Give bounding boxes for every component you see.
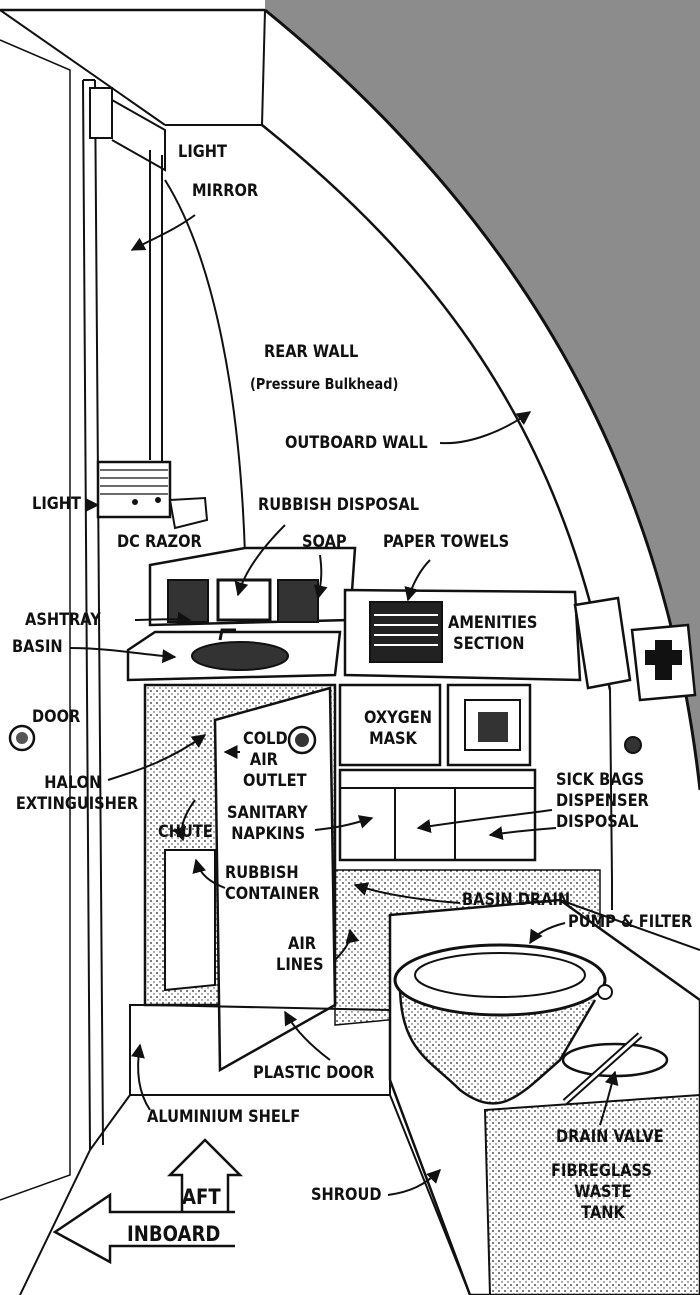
label-tank-line2: WASTE	[574, 1182, 632, 1202]
label-air-lines: AIR LINES	[276, 934, 324, 976]
label-oxygen-line1: OXYGEN	[364, 708, 432, 728]
label-aft: AFT	[182, 1185, 221, 1209]
label-sick-line3: DISPOSAL	[556, 812, 639, 832]
label-soap: SOAP	[302, 532, 347, 552]
leader-lines	[69, 214, 619, 1196]
label-pump-filter: PUMP & FILTER	[568, 912, 693, 932]
label-fibreglass-tank: FIBREGLASS WASTE TANK	[551, 1161, 652, 1224]
label-sick-line1: SICK BAGS	[556, 770, 645, 790]
label-basin-drain: BASIN DRAIN	[462, 890, 571, 910]
label-halon-line1: HALON	[44, 773, 102, 793]
wall-vent	[624, 736, 642, 754]
label-shroud: SHROUD	[311, 1185, 382, 1205]
label-rubbish-disposal: RUBBISH DISPOSAL	[258, 495, 420, 515]
label-chute: CHUTE	[158, 822, 213, 842]
label-air-line1: AIR	[288, 934, 317, 954]
label-rear-wall: REAR WALL	[264, 342, 359, 362]
label-cold-line3: OUTLET	[243, 771, 307, 791]
waste-tank	[483, 1093, 700, 1295]
wash-basin	[191, 641, 289, 671]
label-cold-line1: COLD	[243, 729, 288, 749]
dc-razor-socket	[168, 496, 209, 530]
label-mirror: MIRROR	[192, 181, 259, 201]
oxygen-mask-panel	[338, 683, 442, 767]
label-sick-line2: DISPENSER	[556, 791, 649, 811]
sick-bags-drawers	[338, 768, 537, 862]
first-aid-cross	[645, 640, 682, 680]
soap-slot	[277, 579, 319, 623]
label-amenities-section: AMENITIES SECTION	[448, 613, 537, 655]
label-dc-razor: DC RAZOR	[117, 532, 202, 552]
label-drain-valve: DRAIN VALVE	[556, 1127, 664, 1147]
floor-edge	[89, 1094, 471, 1295]
tap	[218, 628, 236, 641]
label-air-line2: LINES	[276, 955, 324, 975]
label-cold-air-outlet: COLD AIR OUTLET	[243, 729, 307, 792]
aluminium-shelf	[129, 1004, 391, 1096]
label-plastic-door: PLASTIC DOOR	[253, 1063, 375, 1083]
label-light-top: LIGHT	[178, 142, 227, 162]
label-tank-line1: FIBREGLASS	[551, 1161, 652, 1181]
label-basin: BASIN	[12, 637, 63, 657]
label-pressure-bulkhead: (Pressure Bulkhead)	[250, 375, 399, 393]
label-sanitary-line1: SANITARY	[227, 803, 308, 823]
rubbish-container	[164, 849, 216, 992]
inboard-arrow	[52, 1192, 235, 1265]
label-aluminium-shelf: ALUMINIUM SHELF	[147, 1107, 301, 1127]
label-oxygen-line2: MASK	[369, 729, 417, 749]
top-light-fixture	[89, 87, 113, 139]
label-oxygen-mask: OXYGEN MASK	[364, 708, 432, 750]
label-sick-bags: SICK BAGS DISPENSER DISPOSAL	[556, 770, 649, 833]
label-tank-line3: TANK	[581, 1203, 625, 1223]
label-amenities-line2: SECTION	[453, 634, 525, 654]
hull-exterior	[265, 0, 700, 790]
label-amenities-line1: AMENITIES	[448, 613, 538, 633]
lid-hinge	[597, 984, 613, 1000]
mirror-frame	[149, 150, 246, 556]
label-halon-line2: EXTINGUISHER	[15, 794, 139, 814]
label-ashtray: ASHTRAY	[25, 610, 101, 630]
toilet-bowl	[398, 984, 597, 1105]
left-light-fixture	[96, 460, 172, 519]
paper-towel-slot	[369, 601, 443, 663]
label-rubbish-line2: CONTAINER	[225, 884, 320, 904]
aft-arrow	[166, 1138, 244, 1225]
door-frame	[82, 79, 104, 1151]
label-paper-towels: PAPER TOWELS	[383, 532, 510, 552]
sick-bag-holder	[573, 596, 632, 690]
label-inboard: INBOARD	[127, 1222, 221, 1246]
label-halon-extinguisher: HALON EXTINGUISHER	[16, 773, 138, 815]
label-cold-line2: AIR	[249, 750, 278, 770]
label-door: DOOR	[32, 707, 81, 727]
rear-wall-curve	[261, 124, 612, 691]
label-light-left: LIGHT	[32, 494, 81, 514]
rubbish-flap	[216, 578, 272, 622]
label-rubbish-container: RUBBISH CONTAINER	[225, 863, 319, 905]
label-outboard-wall: OUTBOARD WALL	[285, 433, 428, 453]
label-sanitary-napkins: SANITARY NAPKINS	[227, 803, 308, 845]
label-rubbish-line1: RUBBISH	[225, 863, 299, 883]
toilet-lid	[393, 943, 607, 1017]
label-sanitary-line2: NAPKINS	[231, 824, 306, 844]
ashtray-slot	[167, 579, 209, 623]
